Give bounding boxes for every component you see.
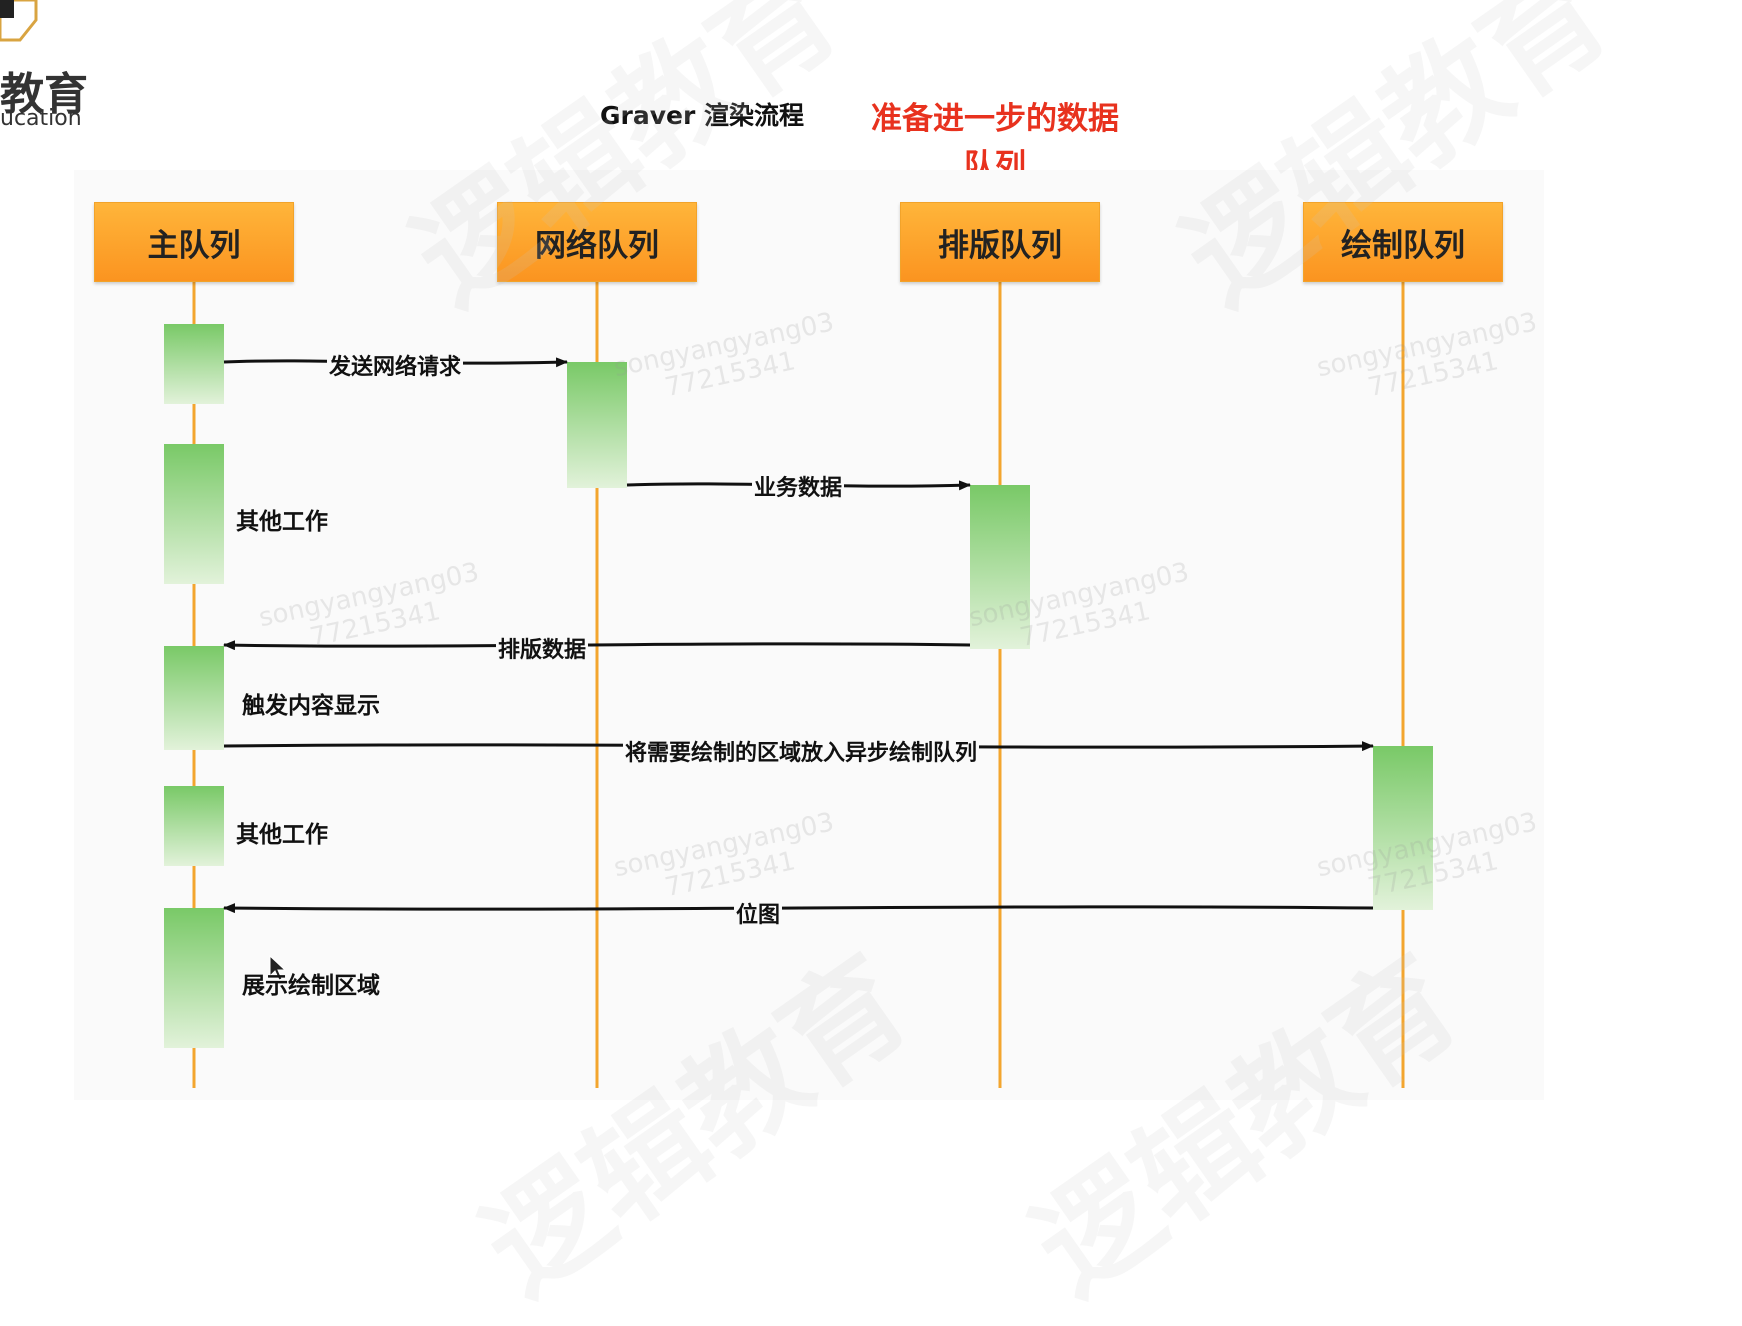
- message-label: 将需要绘制的区域放入异步绘制队列: [622, 735, 980, 767]
- message-label: 业务数据: [751, 470, 845, 502]
- logo-text: 教育: [0, 69, 88, 120]
- lane-header-network: 网络队列: [497, 202, 697, 282]
- message-label: 排版数据: [495, 632, 589, 664]
- activation-draw: [1373, 746, 1433, 910]
- activation-network: [567, 362, 627, 488]
- mouse-cursor-icon: [269, 954, 287, 981]
- activation-main-5: [164, 908, 224, 1048]
- arrow-bitmap: [223, 903, 1374, 914]
- activation-main-3: [164, 646, 224, 750]
- logo-subtitle: ucation: [0, 106, 82, 131]
- activation-label: 其他工作: [236, 509, 328, 535]
- activation-layout: [970, 485, 1030, 649]
- activation-main-2: [164, 444, 224, 584]
- message-label: 发送网络请求: [326, 349, 464, 381]
- activation-main-4: [164, 786, 224, 866]
- message-label: 位图: [733, 897, 783, 929]
- activation-label: 展示绘制区域: [242, 973, 380, 999]
- annotation-line-1: 准备进一步的数据: [871, 101, 1119, 137]
- activation-main-1: [164, 324, 224, 404]
- lane-header-layout: 排版队列: [900, 202, 1100, 282]
- diagram-title: Graver 渲染流程: [600, 101, 805, 130]
- logo-icon: [0, 0, 38, 42]
- red-annotation: 准备进一步的数据 队列: [845, 96, 1145, 190]
- activation-label: 其他工作: [236, 822, 328, 848]
- diagram-panel: [74, 170, 1544, 1100]
- logo: 教育 ucation: [0, 0, 120, 140]
- activation-label: 触发内容显示: [242, 693, 380, 719]
- lane-header-main: 主队列: [94, 202, 294, 282]
- lane-header-draw: 绘制队列: [1303, 202, 1503, 282]
